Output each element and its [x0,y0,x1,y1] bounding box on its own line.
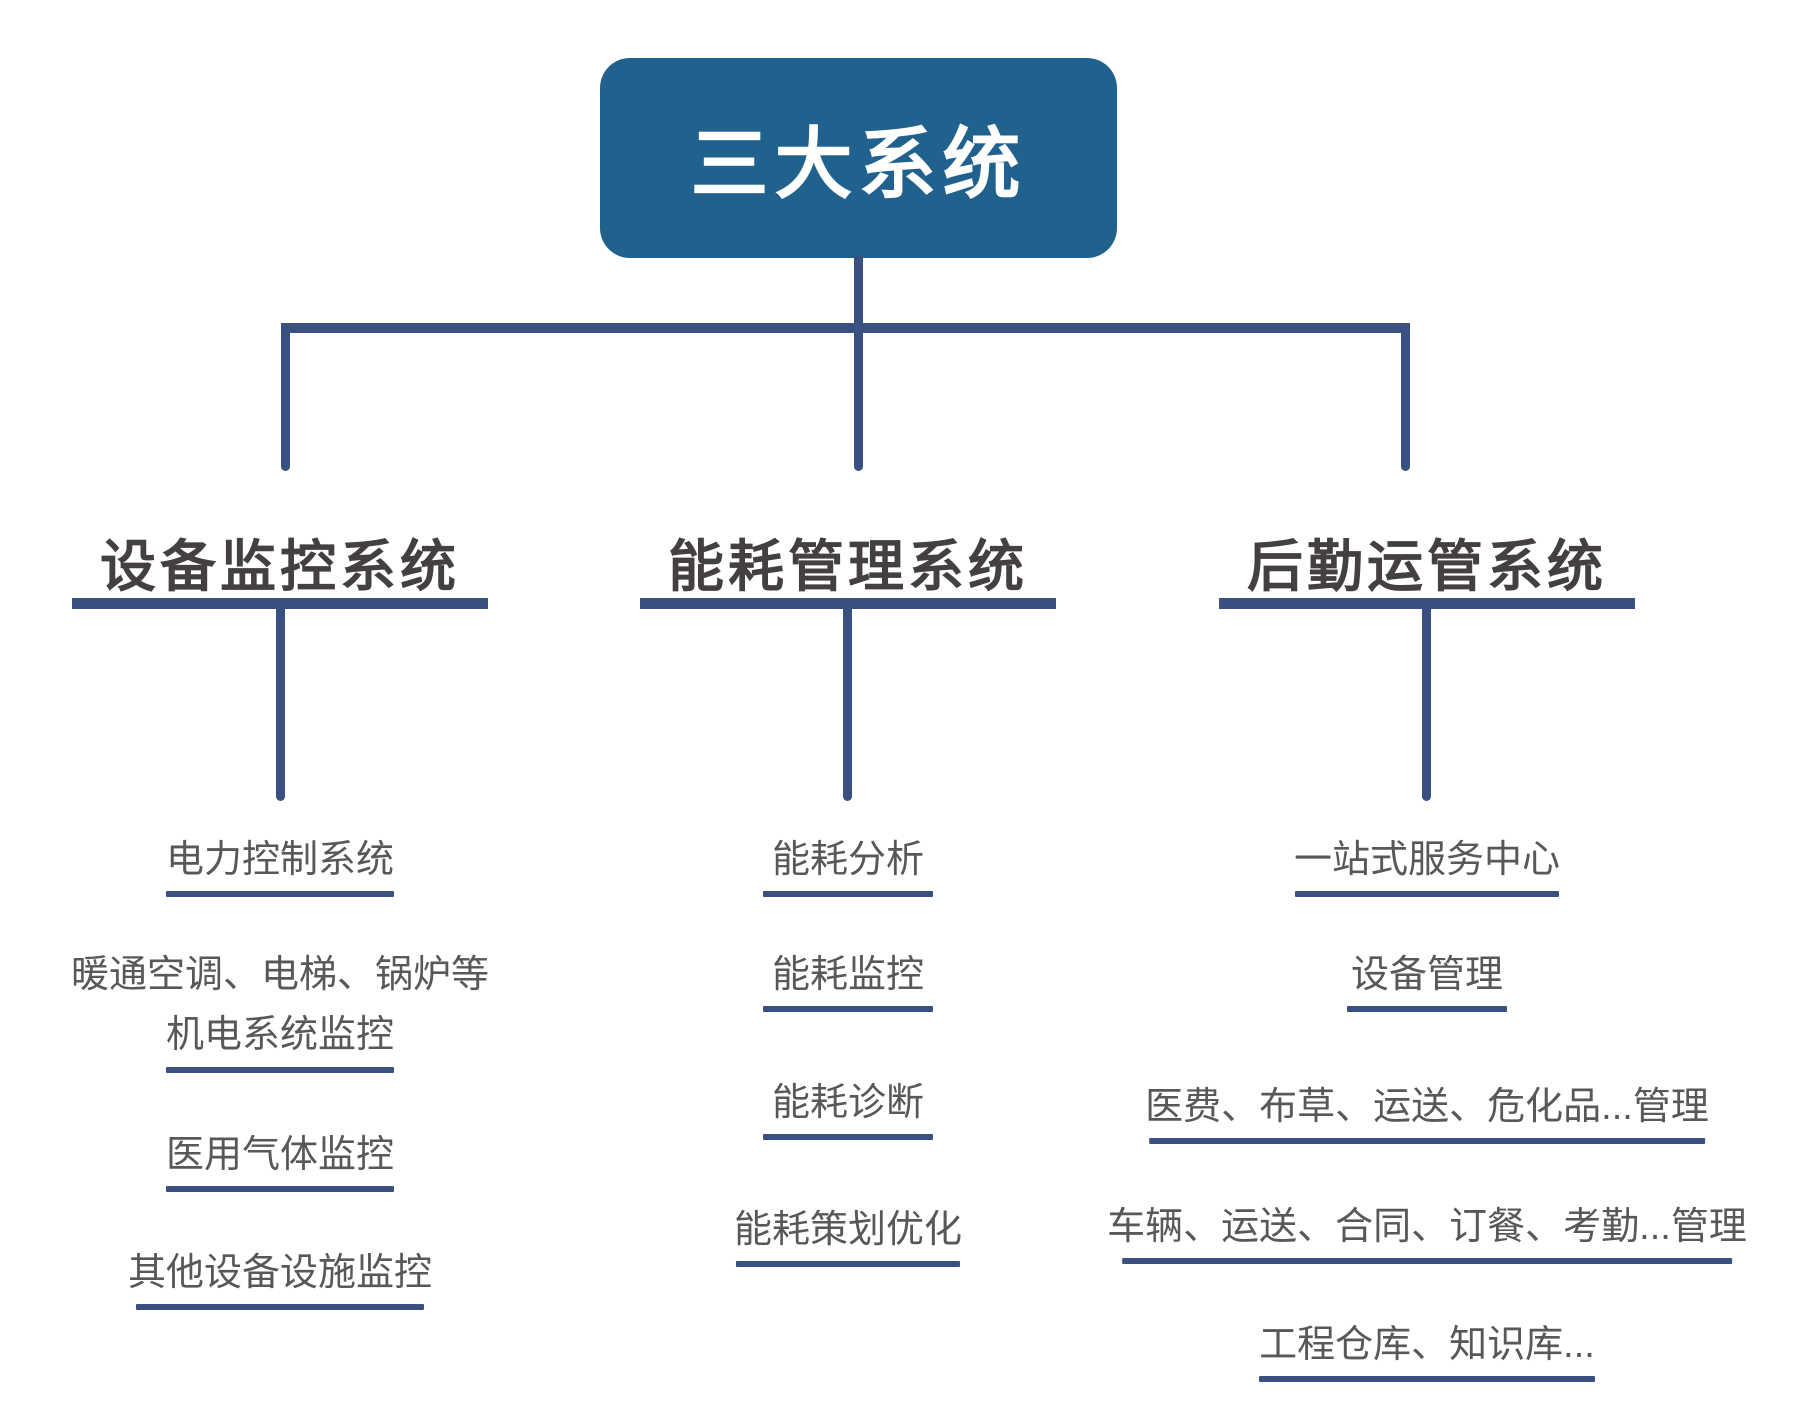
item-underline [1259,1376,1595,1382]
item-underline [763,1006,933,1012]
root-node: 三大系统 [600,58,1117,258]
list-item: 能耗策划优化 [734,1206,962,1267]
list-item: 暖通空调、电梯、锅炉等 机电系统监控 [71,945,489,1073]
item-underline [763,891,933,897]
list-item: 医用气体监控 [165,1131,395,1192]
item-text: 能耗分析 [771,839,924,881]
column-heading-bar [72,598,488,609]
item-underline [763,1134,933,1140]
item-text: 暖通空调、电梯、锅炉等 [70,954,490,996]
item-underline [165,891,394,897]
item-underline [1149,1138,1705,1144]
column-stem [1422,609,1431,801]
list-item: 电力控制系统 [165,836,395,897]
item-text: 能耗监控 [771,954,924,996]
column-heading-bar [1219,598,1635,609]
item-underline [1294,891,1559,897]
item-underline [735,1261,960,1267]
connector-center-stem [854,256,863,471]
list-item: 能耗诊断 [763,1079,933,1140]
list-item: 工程仓库、知识库... [1259,1321,1595,1382]
item-text: 一站式服务中心 [1293,839,1561,881]
item-underline [1347,1006,1507,1012]
list-item: 能耗分析 [763,836,933,897]
list-item: 能耗监控 [763,951,933,1012]
column-heading-equipment-monitoring: 设备监控系统 [100,535,460,598]
item-text: 车辆、运送、合同、订餐、考勤...管理 [1107,1206,1747,1248]
connector-right-drop [1401,323,1410,471]
item-text: 机电系统监控 [165,1014,395,1056]
item-underline [165,1067,394,1073]
list-item: 一站式服务中心 [1294,836,1560,897]
list-item: 设备管理 [1347,951,1507,1012]
column-stem [843,609,852,801]
list-item: 车辆、运送、合同、订餐、考勤...管理 [1107,1203,1747,1264]
item-text: 医用气体监控 [165,1134,395,1176]
column-heading-energy-management: 能耗管理系统 [668,535,1028,598]
item-text: 设备管理 [1350,954,1503,996]
item-underline [165,1186,394,1192]
list-item: 医费、布草、运送、危化品...管理 [1145,1083,1709,1144]
item-underline [1122,1258,1732,1264]
column-stem [276,609,285,801]
item-text: 电力控制系统 [165,839,395,881]
column-heading-bar [640,598,1056,609]
item-text: 能耗策划优化 [733,1209,963,1251]
item-text: 工程仓库、知识库... [1259,1324,1595,1366]
item-underline [135,1304,424,1310]
column-heading-logistics-operations: 后勤运管系统 [1247,535,1607,598]
list-item: 其他设备设施监控 [128,1249,432,1310]
item-text: 能耗诊断 [771,1082,924,1124]
connector-left-drop [281,323,290,471]
connector-horizontal [281,323,1409,333]
diagram-title: 三大系统 [690,120,1027,208]
item-text: 医费、布草、运送、危化品...管理 [1145,1086,1709,1128]
item-text: 其他设备设施监控 [127,1252,433,1294]
